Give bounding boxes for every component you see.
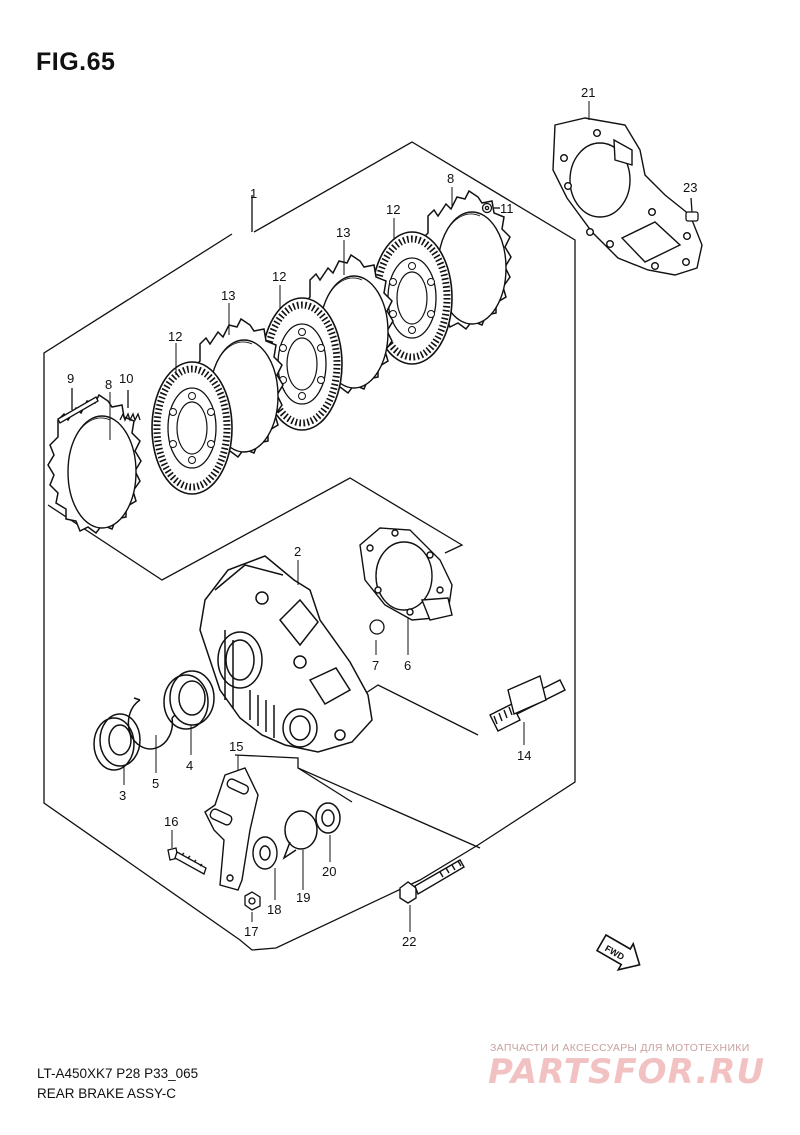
seal-3 xyxy=(93,713,141,771)
brake-case-2 xyxy=(199,555,373,753)
part-label-16: 16 xyxy=(164,814,178,829)
part-label-11: 11 xyxy=(500,201,514,216)
part-label-21: 21 xyxy=(581,85,595,100)
part-label-15: 15 xyxy=(229,739,243,754)
part-label-1: 1 xyxy=(250,186,257,201)
washer-11 xyxy=(481,202,500,214)
part-label-13b: 13 xyxy=(336,225,350,240)
part-label-13a: 13 xyxy=(221,288,235,303)
bracket-15 xyxy=(204,767,259,891)
spring-19 xyxy=(282,810,318,860)
watermark-caption: ЗАПЧАСТИ И АКСЕССУАРЫ ДЛЯ МОТОТЕХНИКИ xyxy=(490,1042,750,1054)
part-label-6: 6 xyxy=(404,658,411,673)
ball-7 xyxy=(369,619,385,635)
part-label-17: 17 xyxy=(244,924,258,939)
seal-20 xyxy=(315,802,341,834)
part-label-19: 19 xyxy=(296,890,310,905)
fwd-direction-arrow: FWD xyxy=(595,933,641,971)
brake-disc-pack xyxy=(47,190,512,534)
part-number-labels: 1 2 3 4 5 6 7 8 8 9 10 11 12 12 12 13 13… xyxy=(67,85,697,949)
part-label-9: 9 xyxy=(67,371,74,386)
washer-18 xyxy=(252,836,278,870)
model-code: LT-A450XK7 P28 P33_065 xyxy=(37,1066,199,1081)
plate-6 xyxy=(359,527,453,621)
part-label-23: 23 xyxy=(683,180,697,195)
bolt-16 xyxy=(167,847,207,875)
spring-10 xyxy=(119,390,141,422)
bearing-4 xyxy=(163,670,215,730)
part-label-2: 2 xyxy=(294,544,301,559)
bolt-22 xyxy=(399,859,465,904)
part-label-8a: 8 xyxy=(105,377,112,392)
nut-17 xyxy=(244,891,261,911)
assembly-outline xyxy=(43,141,576,951)
figure-title: FIG.65 xyxy=(36,48,116,76)
part-label-8b: 8 xyxy=(447,171,454,186)
part-label-4: 4 xyxy=(186,758,193,773)
part-label-12b: 12 xyxy=(272,269,286,284)
watermark-logo: PARTSFOR.RU xyxy=(488,1052,766,1092)
gasket-21 xyxy=(552,117,703,276)
assembly-name: REAR BRAKE ASSY-C xyxy=(37,1086,177,1101)
pin-9 xyxy=(57,388,99,424)
part-label-20: 20 xyxy=(322,864,336,879)
part-label-7: 7 xyxy=(372,658,379,673)
dowel-pin-23 xyxy=(685,197,699,222)
part-label-14: 14 xyxy=(517,748,531,763)
part-label-12c: 12 xyxy=(386,202,400,217)
part-label-12a: 12 xyxy=(168,329,182,344)
part-label-3: 3 xyxy=(119,788,126,803)
part-label-22: 22 xyxy=(402,934,416,949)
part-label-5: 5 xyxy=(152,776,159,791)
leader-lines xyxy=(109,101,590,932)
part-label-18: 18 xyxy=(267,902,281,917)
part-label-10: 10 xyxy=(119,371,133,386)
shaft-14 xyxy=(489,675,566,732)
